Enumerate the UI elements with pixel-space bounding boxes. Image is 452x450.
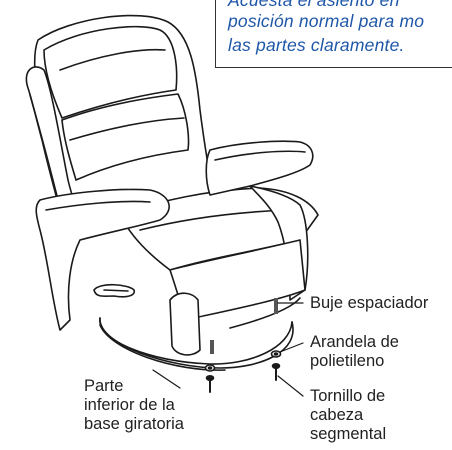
label-base-line1: Parte (84, 377, 124, 395)
label-spacer-bushing: Buje espaciador (310, 294, 429, 312)
instruction-note-box: Acuesta el asiento en posición normal pa… (215, 0, 452, 68)
callout-leaders (152, 302, 304, 397)
chair-backrest (33, 14, 213, 226)
label-screw-line1: Tornillo de (310, 387, 386, 405)
note-line-2: posición normal para mo (228, 11, 425, 31)
label-base-line3: base giratoria (84, 415, 184, 433)
note-line-3: las partes claramente. (228, 35, 405, 55)
spacer-bushing (210, 298, 278, 354)
chair-front-panel (169, 239, 306, 356)
polyethylene-washer (204, 350, 282, 372)
front-left-armrest (35, 188, 170, 331)
note-line-1: Acuesta el asiento en (228, 0, 400, 10)
label-screw-line2: cabeza (310, 406, 364, 424)
segmental-head-screw (205, 362, 281, 393)
label-base-line2: inferior de la (84, 396, 175, 414)
label-washer-line2: polietileno (310, 352, 385, 370)
label-screw-line3: segmental (310, 425, 387, 443)
label-washer-line1: Arandela de (310, 333, 399, 351)
